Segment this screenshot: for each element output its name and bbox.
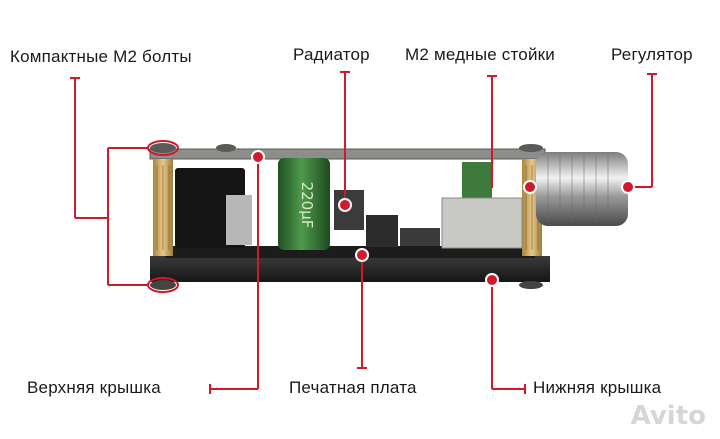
callout-end-ticks [70, 71, 657, 394]
bolt-top-mid [216, 144, 236, 152]
dc-jack-pin [226, 195, 252, 245]
callout-lines [74, 72, 653, 390]
green-header [462, 162, 492, 200]
bolt-bottom-left [150, 280, 176, 290]
top-cover-plate [149, 148, 546, 160]
callout-dots [251, 150, 635, 287]
knob-knurl [547, 156, 609, 222]
audio-jack-metal [441, 197, 523, 249]
bolt-top-left [150, 143, 176, 153]
small-component [400, 228, 440, 246]
label-radiator: Радиатор [293, 45, 370, 64]
bolt-bottom-right [519, 281, 543, 289]
label-standoffs: М2 медные стойки [405, 45, 555, 64]
chip [366, 215, 398, 247]
label-bottom-cover: Нижняя крышка [533, 378, 662, 397]
bolt-top-right [519, 144, 543, 152]
label-pcb: Печатная плата [289, 378, 417, 397]
capacitor-text: 220µF [298, 182, 316, 229]
label-bolts: Компактные М2 болты [10, 47, 192, 66]
capacitor [278, 158, 330, 250]
label-knob: Регулятор [611, 45, 693, 64]
bottom-cover-plate [150, 256, 550, 282]
avito-watermark: Avito [630, 401, 706, 431]
label-top-cover: Верхняя крышка [27, 378, 161, 397]
regulator-knob [536, 152, 628, 226]
